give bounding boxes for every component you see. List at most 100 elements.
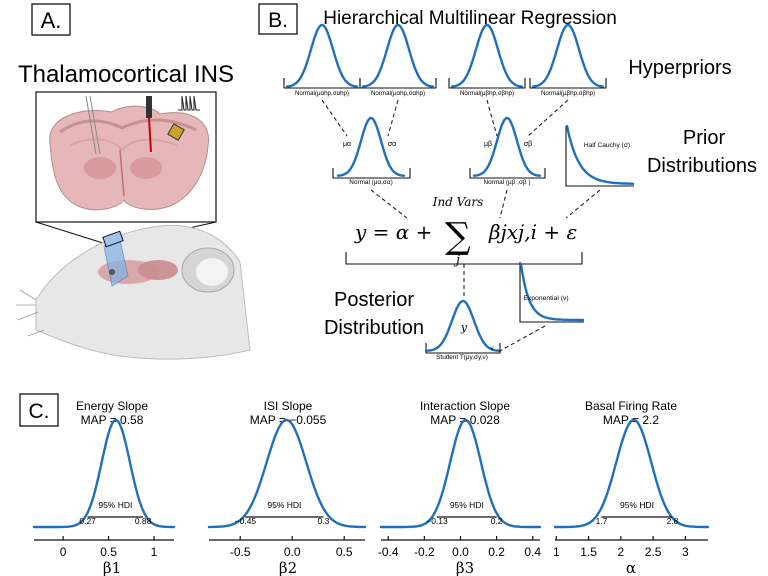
hdi-upper-label: 0.88 [135, 516, 152, 526]
half-cauchy-caption: Half Cauchy (σ) [584, 142, 630, 149]
hyperprior-curve-3 [450, 23, 524, 88]
arrow-hp2-to-alpha [387, 99, 399, 137]
hyperprior-caption-4: Normal(μβhp,σβhp) [541, 90, 595, 97]
posterior-plot-title: Interaction Slope [420, 399, 510, 413]
laser-fiber-icon [148, 117, 152, 153]
posterior-density-curve [207, 418, 367, 529]
prior-alpha-curve [336, 116, 406, 177]
hdi-lower-label: −0.13 [426, 516, 448, 526]
hyperprior-box-3 [448, 78, 526, 89]
equation-term: βjxj,i + ε [488, 220, 577, 244]
exponential-box [519, 262, 584, 323]
posterior-plot-title: Energy Slope [76, 399, 148, 413]
x-tick-label: 1 [553, 545, 560, 559]
mu-alpha-label: μα [343, 141, 351, 148]
prior-label-line2: Distributions [647, 155, 757, 177]
panel-c-label: C. [29, 400, 50, 423]
hdi-label: 95% HDI [620, 500, 654, 510]
student-t-box [425, 343, 501, 354]
x-tick-label: 2.5 [645, 545, 662, 559]
sigma-alpha-label: σα [388, 141, 396, 148]
hyperprior-caption-1: Normal(μαhp,σαhp) [295, 90, 349, 97]
half-cauchy-curve [565, 124, 635, 185]
x-tick-label: 0.0 [452, 545, 469, 559]
spike-train-icon [178, 95, 200, 111]
arrow-hp3-to-beta [486, 99, 498, 137]
hyperpriors-label: Hyperpriors [628, 57, 731, 79]
hdi-lower-label: 0.27 [79, 516, 96, 526]
posterior-plot-title: ISI Slope [264, 399, 313, 413]
panel-a: A. Thalamocortical INS [16, 3, 251, 360]
posterior-label-line1: Posterior [334, 289, 414, 311]
hdi-label: 95% HDI [450, 500, 484, 510]
x-tick-label: 0.2 [488, 545, 505, 559]
regression-equation: y = α + Ind Vars ∑ j βjxj,i + ε [354, 195, 577, 268]
x-tick-label: 0.4 [524, 545, 541, 559]
x-tick-label: 0 [60, 545, 67, 559]
panel-b-label-box [258, 3, 298, 35]
mouse-illustration [16, 224, 251, 360]
hyperprior-box-2 [359, 78, 437, 89]
hdi-upper-label: 0.2 [491, 516, 503, 526]
x-tick-label: -0.5 [230, 545, 251, 559]
x-tick-label: -0.4 [378, 545, 399, 559]
hdi-label: 95% HDI [98, 500, 132, 510]
arrow-sigma-to-eq [565, 189, 601, 219]
x-tick-label: 0.5 [100, 545, 117, 559]
panel-b: B. Hierarchical Multilinear Regression H… [258, 3, 757, 361]
hdi-label: 95% HDI [267, 500, 301, 510]
exponential-caption: Exponential (ν) [523, 295, 568, 302]
equation-sum-symbol: ∑ [445, 216, 471, 257]
hyperprior-curve-4 [531, 23, 605, 88]
hdi-upper-label: 0.3 [317, 516, 329, 526]
arrow-alpha-to-eq [370, 189, 408, 219]
mu-beta-label: μβ [484, 141, 492, 148]
hyperprior-caption-3: Normal(μβhp,σβhp) [460, 90, 514, 97]
half-cauchy-box [565, 126, 634, 187]
hdi-upper-label: 2.8 [667, 516, 679, 526]
prior-curves [332, 116, 635, 187]
panel-b-label: B. [268, 9, 288, 32]
arrow-beta-to-eq [499, 189, 508, 219]
prior-beta-box [469, 168, 546, 179]
prior-label-line1: Prior [683, 127, 726, 149]
panel-b-title: Hierarchical Multilinear Regression [323, 8, 617, 29]
posterior-plot-map: MAP = 0.58 [81, 413, 144, 427]
brain-slice-inset [35, 91, 217, 223]
posterior-curves [424, 262, 585, 354]
posterior-plot-title: Basal Firing Rate [585, 399, 677, 413]
arrow-hp1-to-alpha [321, 99, 348, 137]
posterior-density-curve [553, 418, 710, 529]
posterior-curve [424, 299, 502, 352]
prior-beta-caption: Normal (μβ ,σβ ) [484, 179, 531, 186]
x-tick-label: 3 [682, 545, 689, 559]
posterior-y-label: y [460, 321, 468, 334]
prior-alpha-caption: Normal (μα,σα) [349, 179, 392, 186]
nu-label: ν [491, 346, 494, 352]
x-axis-label: β3 [456, 559, 474, 576]
prior-alpha-box [332, 168, 411, 179]
panel-c-label-box [19, 393, 59, 427]
electrode-icon [146, 96, 152, 118]
hyperprior-curves [283, 23, 607, 89]
x-tick-label: 0.5 [336, 545, 353, 559]
x-tick-label: 1 [151, 545, 158, 559]
optical-fiber-icon [167, 123, 185, 141]
equation-lhs: y = α + [354, 220, 432, 244]
hdi-lower-label: 1.7 [596, 516, 608, 526]
hyperprior-box-4 [529, 78, 607, 89]
panel-a-title: Thalamocortical INS [18, 61, 234, 88]
x-tick-label: 0.0 [284, 545, 301, 559]
equation-sum-index: j [453, 253, 460, 268]
x-axis-label: α [626, 559, 636, 576]
hdi-lower-label: −0.45 [235, 516, 257, 526]
panel-a-label-box [31, 3, 71, 36]
x-tick-label: 2 [618, 545, 625, 559]
hyperprior-curve-1 [285, 23, 359, 88]
